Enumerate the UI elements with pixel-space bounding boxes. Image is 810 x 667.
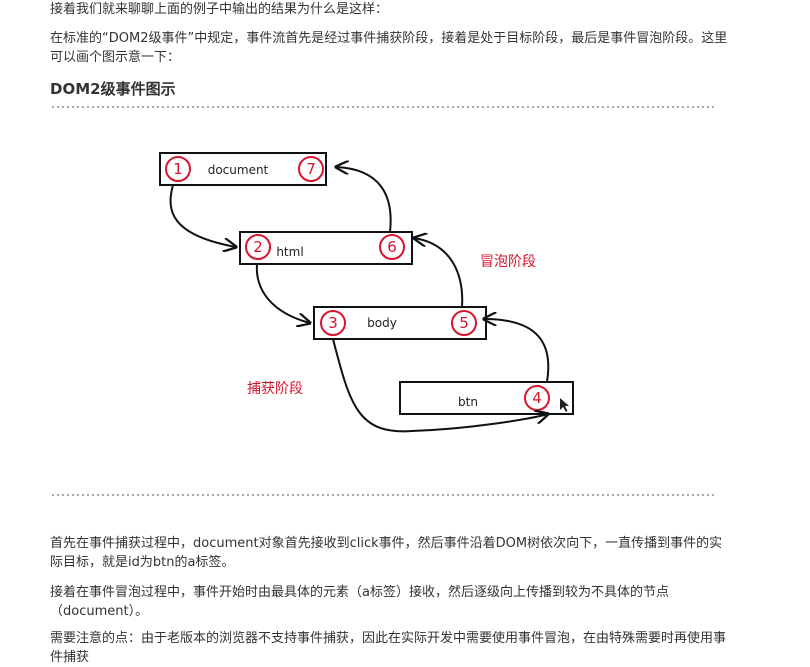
intro-paragraph: 接着我们就来聊聊上面的例子中输出的结果为什么是这样： <box>50 2 389 17</box>
step-number-1: 1 <box>173 160 183 178</box>
bubble-description: 接着在事件冒泡过程中，事件开始时由最具体的元素（a标签）接收，然后逐级向上传播到… <box>50 585 669 619</box>
cursor-icon <box>560 398 569 412</box>
node-btn: btn 4 <box>399 381 574 415</box>
node-document: 1 document 7 <box>159 152 327 186</box>
capture-description: 首先在事件捕获过程中，document对象首先接收到click事件，然后事件沿着… <box>50 536 723 570</box>
step-number-6: 6 <box>387 238 397 256</box>
node-label-btn: btn <box>458 395 478 409</box>
step-number-3: 3 <box>328 314 338 332</box>
bubble-arrow-btn-body <box>484 319 550 383</box>
bubble-arrow-html-document <box>336 167 392 233</box>
capture-arrow-document-html <box>169 184 236 247</box>
step-number-4: 4 <box>532 389 542 407</box>
standard-paragraph: 在标准的“DOM2级事件”中规定，事件流首先是经过事件捕获阶段，接着是处于目标阶… <box>50 31 728 65</box>
step-circle-2 <box>245 234 271 260</box>
node-label-document: document <box>208 163 269 177</box>
dom2-event-diagram: 1 document 7 2 html 6 3 body 5 btn 4 捕获阶… <box>52 106 714 496</box>
capture-arrow-html-body <box>255 263 310 323</box>
note-paragraph: 需要注意的点：由于老版本的浏览器不支持事件捕获，因此在实际开发中需要使用事件冒泡… <box>50 631 727 665</box>
step-circle-1 <box>165 156 191 182</box>
node-html: 2 html 6 <box>239 231 413 265</box>
section-heading: DOM2级事件图示 <box>50 80 176 98</box>
step-number-7: 7 <box>306 160 316 178</box>
capture-arrow-body-btn <box>332 338 548 433</box>
step-number-5: 5 <box>459 314 469 332</box>
step-circle-7 <box>298 156 324 182</box>
bubble-phase-label: 冒泡阶段 <box>480 254 536 270</box>
node-label-html: html <box>276 245 303 259</box>
step-circle-6 <box>379 234 405 260</box>
node-label-body: body <box>367 316 397 330</box>
step-circle-3 <box>320 310 346 336</box>
bubble-arrow-body-html <box>414 238 464 308</box>
step-circle-5 <box>451 310 477 336</box>
node-body: 3 body 5 <box>313 306 487 340</box>
capture-phase-label: 捕获阶段 <box>247 381 303 397</box>
step-number-2: 2 <box>253 238 263 256</box>
